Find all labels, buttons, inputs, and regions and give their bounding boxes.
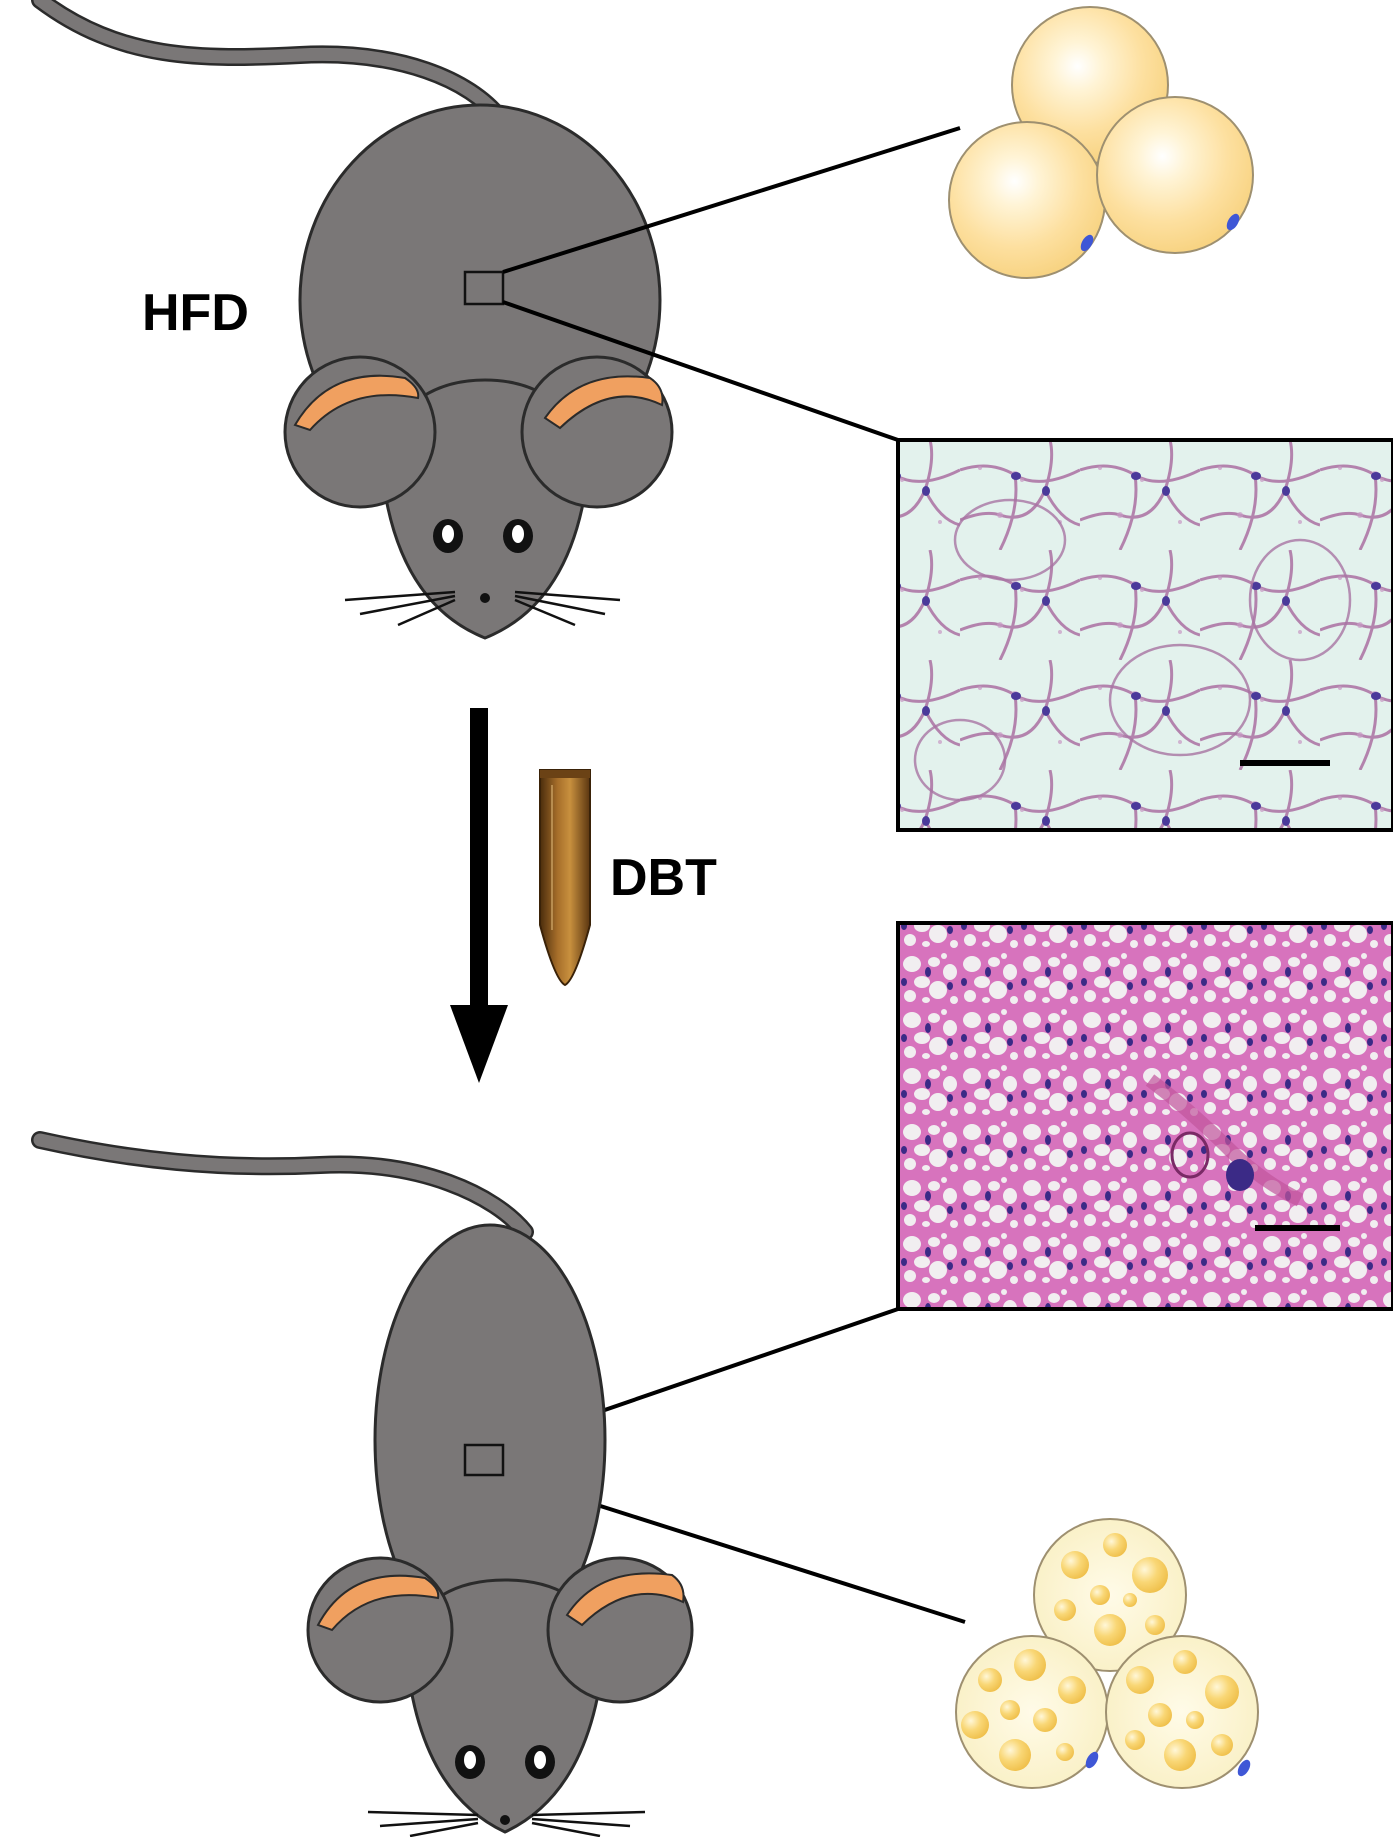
white-adipocyte-icon xyxy=(948,121,1106,279)
bottom-mouse-eyes xyxy=(455,1745,555,1779)
top-mouse-left-ear xyxy=(283,355,437,509)
hfd-histology-panel xyxy=(896,438,1393,832)
dbt-histology-panel xyxy=(896,921,1393,1311)
bottom-mouse-nose xyxy=(500,1815,510,1825)
bottom-mouse-right-ear xyxy=(546,1556,694,1704)
white-adipocyte-icon xyxy=(1096,96,1254,254)
hfd-scale-bar xyxy=(1240,760,1330,766)
bottom-cells xyxy=(955,1518,1259,1789)
hfd-label: HFD xyxy=(142,284,249,342)
bottom-sampling-box xyxy=(463,1443,505,1477)
bottom-mouse-left-ear xyxy=(306,1556,454,1704)
bottom-mouse-whiskers xyxy=(367,1810,646,1837)
multilocular-adipocyte-icon xyxy=(1105,1635,1259,1789)
dbt-label: DBT xyxy=(610,849,717,907)
top-cells xyxy=(948,6,1254,279)
multilocular-adipocyte-icon xyxy=(955,1635,1109,1789)
top-sampling-box xyxy=(463,270,505,306)
top-mouse-whiskers xyxy=(344,590,621,627)
bottom-mouse xyxy=(31,1131,694,1837)
top-mouse-nose xyxy=(480,593,490,603)
top-mouse-eyes xyxy=(433,519,533,553)
multilocular-adipocyte-icon xyxy=(1033,1518,1187,1672)
medicine-vial-icon xyxy=(539,769,591,987)
top-mouse-right-ear xyxy=(520,355,674,509)
dbt-scale-bar xyxy=(1255,1225,1340,1231)
treatment-arrow xyxy=(450,708,508,1083)
top-mouse xyxy=(31,0,674,640)
top-connector-lines xyxy=(502,126,961,442)
